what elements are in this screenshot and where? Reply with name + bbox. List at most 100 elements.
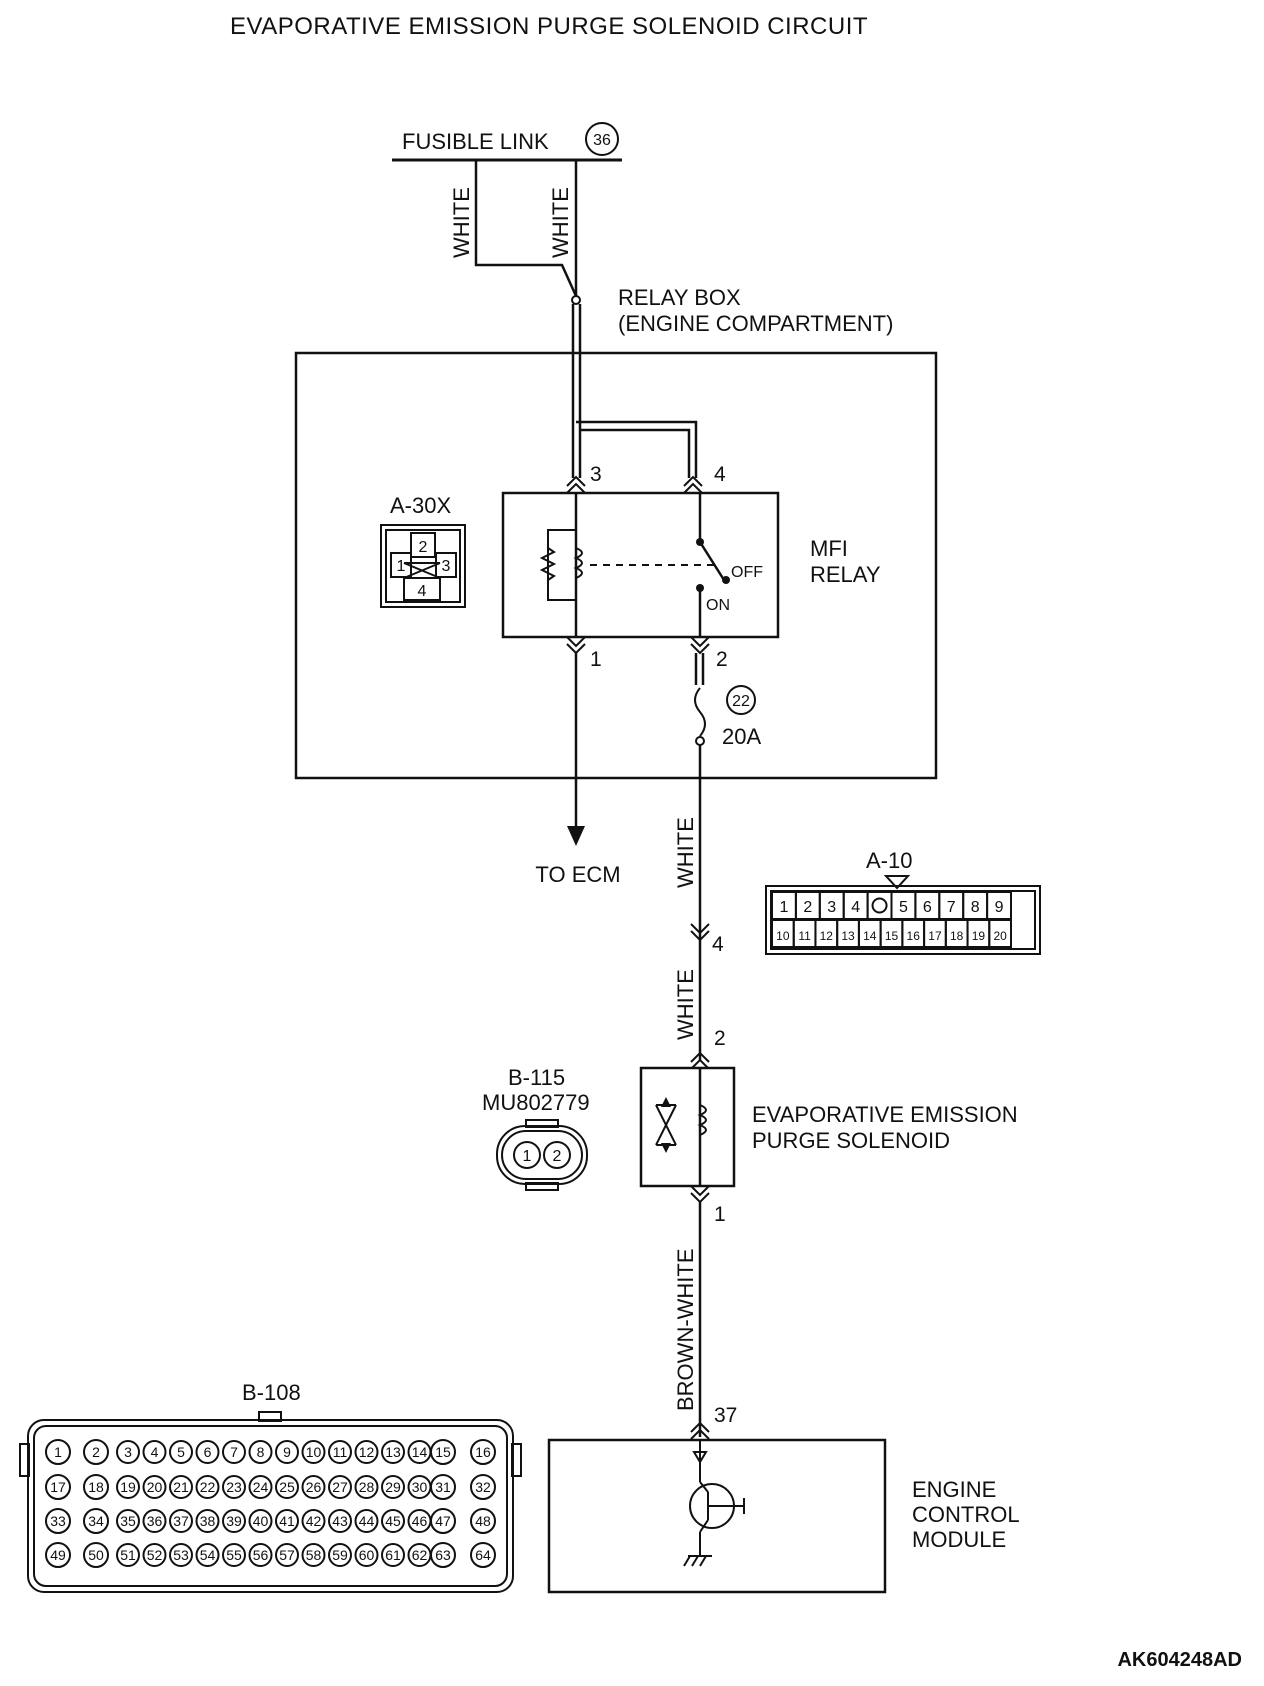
a10-pin-label: 4 — [851, 899, 860, 916]
relay-pin-4: 4 — [714, 463, 726, 486]
pin4-connector — [683, 475, 703, 487]
b108-pin-label: 8 — [257, 1444, 265, 1460]
wire-to-pin4-inner — [580, 428, 691, 478]
fusible-link-label: FUSIBLE LINK — [402, 129, 549, 154]
b108-pin — [430, 1508, 456, 1534]
b108-pin-label: 53 — [173, 1547, 189, 1563]
solenoid-pin-2: 2 — [714, 1027, 726, 1050]
b108-pin-label: 42 — [306, 1513, 322, 1529]
b108-pin-label: 37 — [173, 1513, 189, 1529]
b108-pin — [116, 1440, 140, 1464]
wire-white-left — [474, 160, 578, 297]
a30x-pin-1: 1 — [397, 558, 406, 575]
b108-pin — [83, 1508, 109, 1534]
b108-pin — [470, 1474, 496, 1500]
b108-pin — [169, 1509, 193, 1533]
b108-pin — [328, 1440, 352, 1464]
wire-label-white-left: WHITE — [449, 187, 474, 258]
coil-icon — [573, 547, 583, 579]
a10-pin-label: 1 — [779, 899, 788, 916]
b108-pin-label: 62 — [412, 1547, 428, 1563]
fuse-icon — [694, 687, 706, 737]
b108-pin — [275, 1509, 299, 1533]
b108-pin — [116, 1509, 140, 1533]
b108-pin — [301, 1475, 326, 1499]
ecm-body — [547, 1438, 887, 1594]
to-ecm-label: TO ECM — [535, 862, 620, 887]
b108-pin — [45, 1542, 71, 1568]
b108-pin — [328, 1475, 352, 1499]
b108-pin — [45, 1439, 71, 1465]
b108-pin-label: 30 — [412, 1479, 428, 1495]
b108-pin — [195, 1543, 220, 1567]
b108-pin-label: 31 — [435, 1479, 451, 1495]
solenoid-coil-icon — [697, 1104, 707, 1136]
b108-pin-label: 13 — [385, 1444, 401, 1460]
fuse-number-circle — [726, 685, 756, 715]
b108-pin — [45, 1474, 71, 1500]
b108-pin — [222, 1440, 246, 1464]
b108-pin-label: 1 — [54, 1444, 62, 1460]
a10-pin-label: 17 — [928, 929, 942, 943]
a10-pin-number: 4 — [712, 933, 724, 956]
b108-pin-label: 52 — [147, 1547, 163, 1563]
a10-pin-label: 15 — [885, 929, 899, 943]
pin3-connector — [566, 475, 586, 487]
a10-lock-tab-icon — [883, 875, 911, 890]
b115-pin-2: 2 — [553, 1148, 562, 1165]
b108-pin — [142, 1509, 167, 1533]
b108-pin-label: 33 — [50, 1513, 66, 1529]
b108-pin — [301, 1543, 326, 1567]
b108-pin-label: 11 — [333, 1444, 348, 1460]
b108-pin-label: 9 — [283, 1444, 291, 1460]
a30x-pin-2: 2 — [419, 539, 428, 556]
a10-pin-label: 5 — [899, 899, 908, 916]
fusible-link: FUSIBLE LINK 36 — [392, 122, 622, 162]
b108-pin-label: 18 — [88, 1479, 104, 1495]
b108-pin-label: 7 — [230, 1444, 238, 1460]
a10-pin-label: 13 — [841, 929, 855, 943]
solenoid-pin1-connector — [690, 1185, 710, 1197]
b108-pin-label: 2 — [92, 1444, 100, 1460]
a10-key-slot — [871, 897, 888, 914]
connector-a30x: A-30X 2 1 3 4 — [380, 493, 466, 608]
b108-pin — [248, 1543, 273, 1567]
a10-pin-label: 16 — [907, 929, 921, 943]
b108-pin-label: 58 — [306, 1547, 322, 1563]
a10-pin-label: 18 — [950, 929, 964, 943]
solenoid-label-line2: PURGE SOLENOID — [752, 1128, 950, 1153]
a10-pin-label: 3 — [827, 899, 836, 916]
b108-pin — [248, 1475, 273, 1499]
pin1-connector — [566, 636, 586, 648]
a10-pin-label: 2 — [803, 899, 812, 916]
relay-off-label: OFF — [731, 564, 763, 581]
solenoid-body — [639, 1066, 736, 1188]
b108-pin — [248, 1440, 273, 1464]
a30x-label: A-30X — [390, 493, 451, 518]
b108-pin — [354, 1509, 379, 1533]
b108-pin — [430, 1439, 456, 1465]
wire-to-pin4-outer — [576, 420, 698, 478]
mfi-relay-label-line1: MFI — [810, 536, 848, 561]
b108-pin — [169, 1440, 193, 1464]
b108-pin — [222, 1543, 246, 1567]
b108-pin — [430, 1474, 456, 1500]
b108-pin — [381, 1475, 405, 1499]
connector-b115: B-115 MU802779 1 2 — [482, 1065, 590, 1191]
a10-pin-label: 8 — [971, 899, 980, 916]
b108-pin — [116, 1475, 140, 1499]
b108-pin — [83, 1439, 109, 1465]
b108-pin — [354, 1543, 379, 1567]
b108-pin-label: 27 — [332, 1479, 348, 1495]
splice-point — [571, 295, 581, 305]
fuse-rating: 20A — [722, 724, 761, 749]
to-ecm-arrow-icon — [567, 826, 585, 846]
b108-pin — [45, 1508, 71, 1534]
b108-pin — [381, 1509, 405, 1533]
b108-pin-label: 12 — [359, 1444, 375, 1460]
b108-pin — [275, 1543, 299, 1567]
wire-label-brown-white: BROWN-WHITE — [673, 1248, 698, 1411]
b108-pin-label: 4 — [151, 1444, 159, 1460]
